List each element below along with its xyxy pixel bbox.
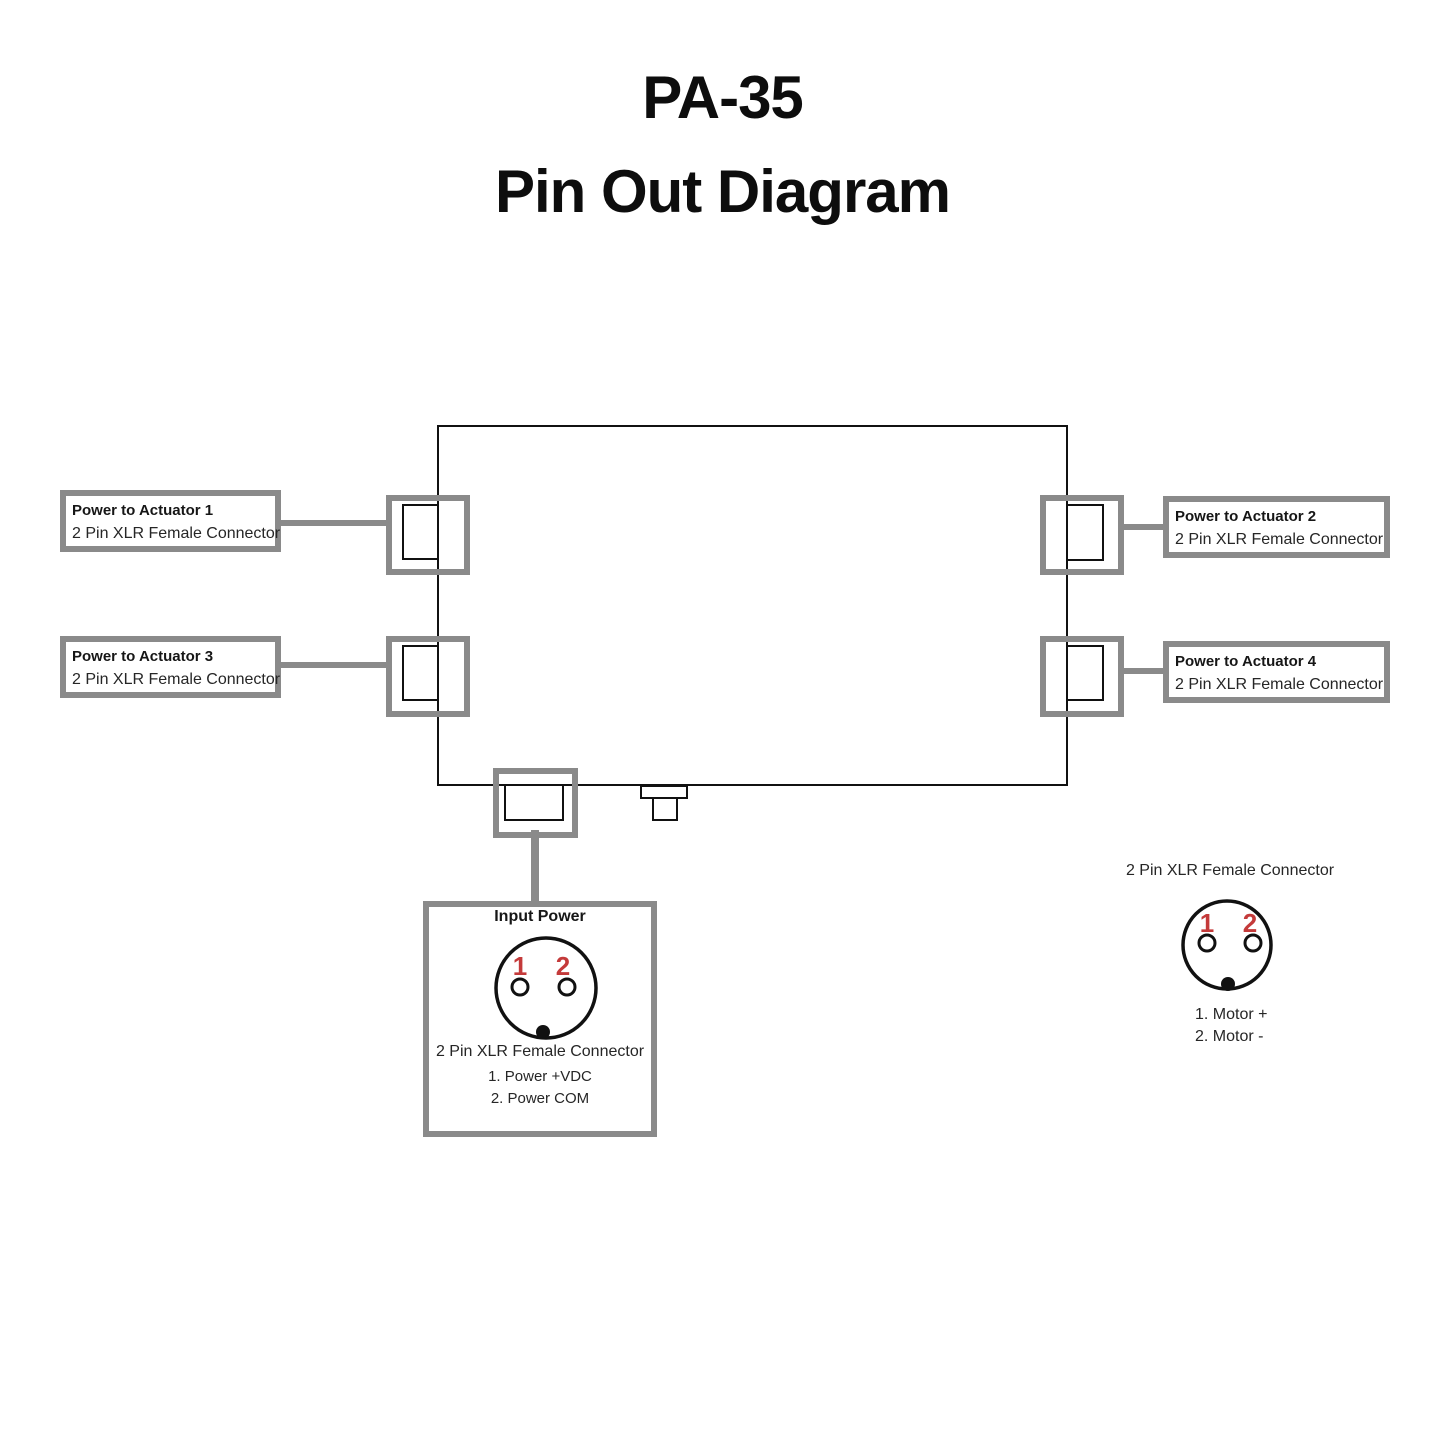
actuator-1-port-socket <box>402 504 439 560</box>
xlr-detail-pin-2-number: 2 <box>1243 908 1257 938</box>
actuator-1-label-subtitle: 2 Pin XLR Female Connector <box>72 525 281 542</box>
actuator-2-port <box>1040 495 1124 575</box>
input-power-title: Input Power <box>494 908 586 925</box>
motor-pin-2-desc: 2. Motor - <box>1195 1028 1264 1045</box>
xlr-pin-1-hole <box>510 977 530 997</box>
wire-input-power <box>531 830 539 902</box>
input-pin-2-number: 2 <box>556 951 570 981</box>
input-power-port <box>493 768 578 838</box>
motor-pin-1-desc: 1. Motor + <box>1195 1006 1268 1023</box>
xlr-detail-diagram: 1 2 <box>1181 899 1273 991</box>
wire-actuator-4 <box>1121 668 1163 674</box>
switch-nub-stem <box>652 799 678 821</box>
xlr-detail-key-notch <box>1221 977 1235 991</box>
actuator-4-label-title: Power to Actuator 4 <box>1175 653 1317 670</box>
xlr-detail-pin-1-number: 1 <box>1200 908 1214 938</box>
actuator-2-label-box: Power to Actuator 2 2 Pin XLR Female Con… <box>1163 496 1390 558</box>
actuator-4-label-box: Power to Actuator 4 2 Pin XLR Female Con… <box>1163 641 1390 703</box>
input-power-xlr-diagram: 1 2 <box>494 936 598 1040</box>
actuator-2-port-socket <box>1066 504 1104 561</box>
xlr-pin-2-hole <box>557 977 577 997</box>
input-power-connector-type: 2 Pin XLR Female Connector <box>435 1043 645 1060</box>
xlr-detail-pin-1-hole <box>1197 933 1217 953</box>
page-title: PA-35 Pin Out Diagram <box>0 51 1445 239</box>
xlr-detail-pin-2-hole <box>1243 933 1263 953</box>
actuator-1-label-box: Power to Actuator 1 2 Pin XLR Female Con… <box>60 490 281 552</box>
wire-actuator-1 <box>280 520 390 526</box>
input-power-port-socket <box>504 784 564 821</box>
title-line-1: PA-35 <box>642 64 804 131</box>
input-power-pin-1-desc: 1. Power +VDC <box>488 1068 592 1085</box>
actuator-1-port <box>386 495 470 575</box>
actuator-3-label-subtitle: 2 Pin XLR Female Connector <box>72 671 281 688</box>
actuator-3-label-box: Power to Actuator 3 2 Pin XLR Female Con… <box>60 636 281 698</box>
actuator-3-port <box>386 636 470 717</box>
actuator-4-port <box>1040 636 1124 717</box>
actuator-3-label-title: Power to Actuator 3 <box>72 648 214 665</box>
input-pin-1-number: 1 <box>513 951 527 981</box>
xlr-detail-caption: 2 Pin XLR Female Connector <box>1125 862 1335 879</box>
actuator-2-label-title: Power to Actuator 2 <box>1175 508 1317 525</box>
actuator-2-label-subtitle: 2 Pin XLR Female Connector <box>1175 531 1384 548</box>
actuator-4-port-socket <box>1066 645 1104 701</box>
xlr-key-notch <box>536 1025 550 1039</box>
title-line-2: Pin Out Diagram <box>494 158 951 225</box>
input-power-pin-2-desc: 2. Power COM <box>490 1090 590 1107</box>
wire-actuator-2 <box>1121 524 1163 530</box>
actuator-3-port-socket <box>402 645 439 701</box>
switch-nub-base <box>640 785 688 799</box>
control-box <box>437 425 1068 786</box>
actuator-1-label-title: Power to Actuator 1 <box>72 502 214 519</box>
actuator-4-label-subtitle: 2 Pin XLR Female Connector <box>1175 676 1384 693</box>
wire-actuator-3 <box>280 662 390 668</box>
